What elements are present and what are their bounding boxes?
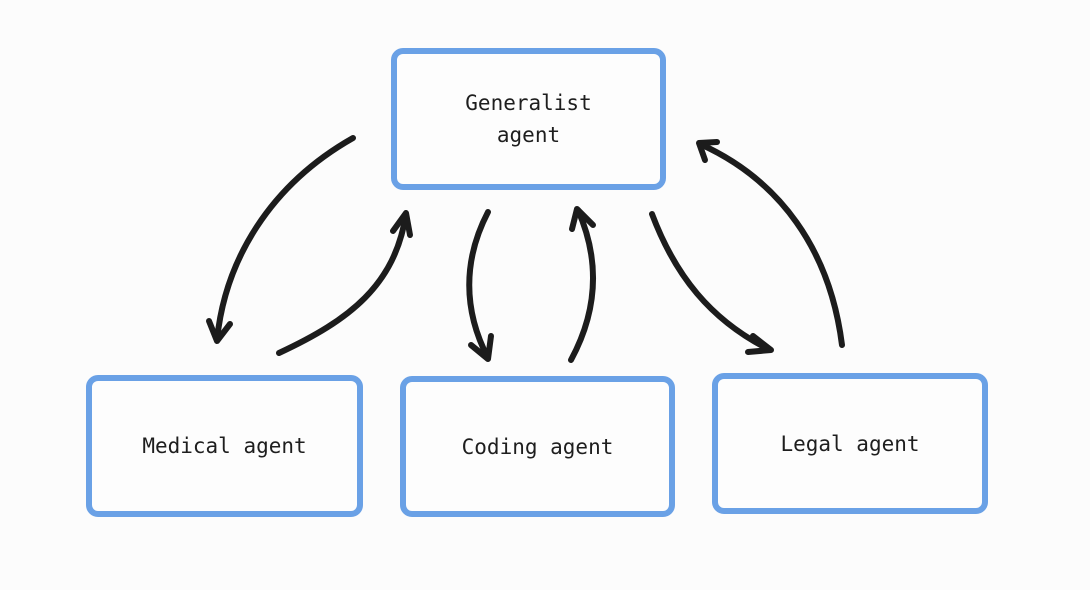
- legal-agent-node: Legal agent: [712, 373, 988, 514]
- arrow-coding-to-generalist: [568, 206, 597, 363]
- arrow-generalist-to-medical: [206, 135, 356, 344]
- legal-agent-label: Legal agent: [780, 431, 920, 456]
- generalist-agent-node: Generalist agent: [391, 48, 666, 190]
- arrow-medical-to-generalist: [276, 210, 413, 356]
- medical-agent-node: Medical agent: [86, 375, 363, 517]
- generalist-agent-label: Generalist agent: [465, 91, 592, 147]
- arrow-generalist-to-legal: [649, 211, 774, 355]
- arrow-legal-to-generalist: [696, 139, 845, 348]
- arrow-generalist-to-coding: [466, 209, 494, 362]
- medical-agent-label: Medical agent: [142, 434, 307, 458]
- coding-agent-node: Coding agent: [400, 376, 675, 517]
- coding-agent-label: Coding agent: [461, 434, 614, 459]
